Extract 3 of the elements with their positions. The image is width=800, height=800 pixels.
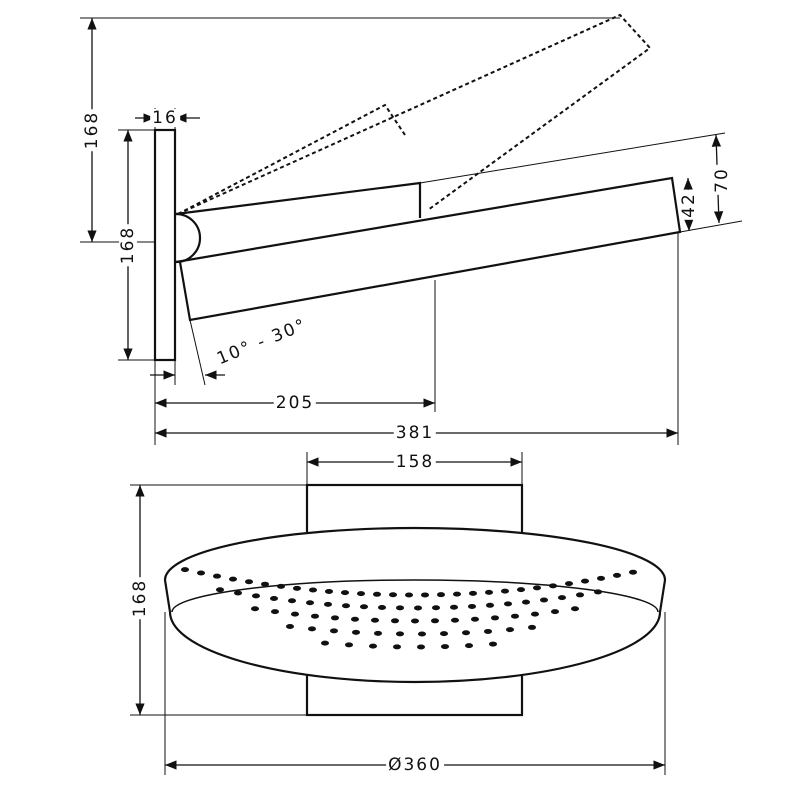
dimension-label: 168 [119,224,137,266]
dimension-label: 16 [150,109,180,127]
dimension-label: Ø360 [386,756,444,774]
